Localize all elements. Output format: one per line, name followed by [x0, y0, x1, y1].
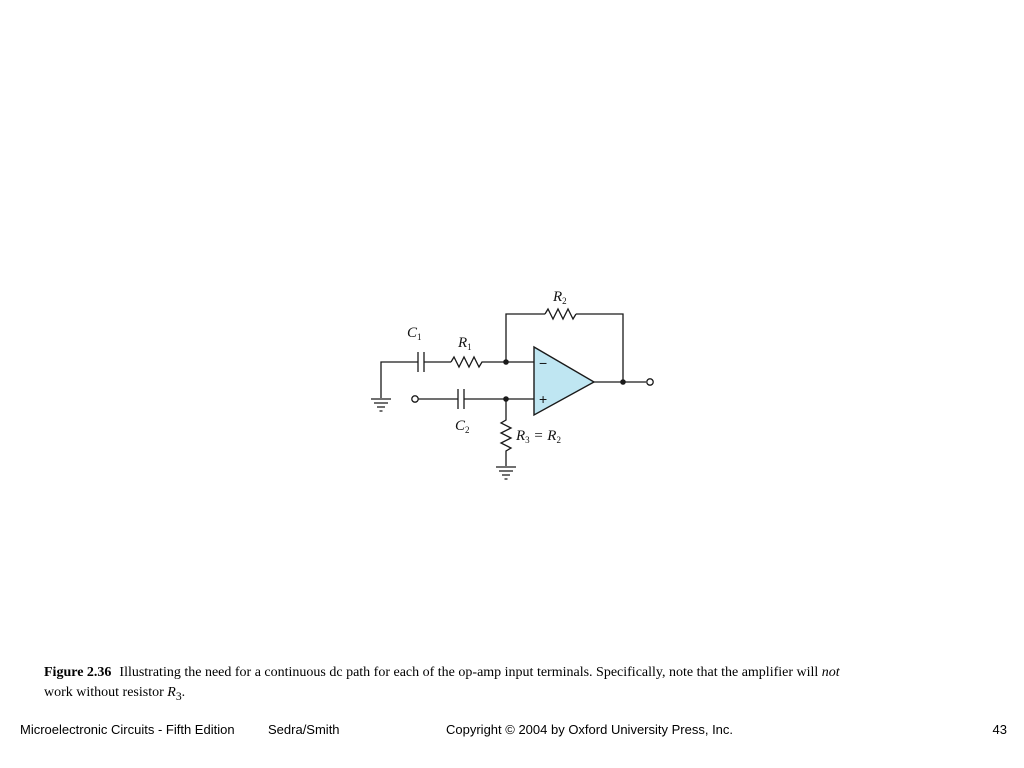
label-r1: R1	[457, 335, 472, 352]
op-amp-minus-sign: −	[539, 355, 547, 371]
junction-node-inverting	[503, 359, 509, 365]
ground-symbol-left	[371, 398, 391, 412]
footer-copyright: Copyright © 2004 by Oxford University Pr…	[446, 722, 734, 737]
footer-page-number: 43	[992, 722, 1007, 737]
label-r2: R2	[552, 289, 567, 306]
resistor-r1	[450, 355, 534, 369]
op-amp-circuit-diagram: R2 C1 R1 C2 R3 = R2 − +	[371, 289, 654, 480]
op-amp-plus-sign: +	[539, 391, 547, 407]
capacitor-c1	[413, 352, 451, 372]
op-amp-triangle	[533, 345, 596, 417]
figure-caption: Figure 2.36 Illustrating the need for a c…	[44, 663, 844, 707]
caption-italic-not: not	[821, 665, 840, 680]
capacitor-c2	[418, 389, 534, 409]
footer-authors: Sedra/Smith	[268, 722, 340, 737]
caption-text-2: work without resistor	[44, 685, 168, 700]
ground-wire-left	[380, 361, 413, 398]
caption-text-1: Illustrating the need for a continuous d…	[119, 665, 822, 680]
resistor-r3	[499, 399, 513, 466]
caption-end: .	[181, 685, 186, 700]
footer-book-title: Microelectronic Circuits - Fifth Edition	[20, 722, 235, 737]
caption-resistor-sub: 3	[175, 689, 182, 703]
input-terminal	[411, 395, 419, 403]
feedback-wire	[505, 313, 624, 382]
resistor-r2	[544, 307, 577, 321]
label-r3-equals-r2: R3 = R2	[515, 428, 561, 445]
ground-symbol-bottom	[496, 466, 516, 480]
slide-footer: Microelectronic Circuits - Fifth Edition…	[0, 722, 1024, 742]
junction-node-output	[620, 379, 626, 385]
caption-resistor: R	[167, 685, 176, 700]
figure-number: Figure 2.36	[44, 665, 112, 680]
output-terminal	[646, 378, 654, 386]
label-c1: C1	[407, 325, 422, 342]
label-c2: C2	[455, 418, 470, 435]
